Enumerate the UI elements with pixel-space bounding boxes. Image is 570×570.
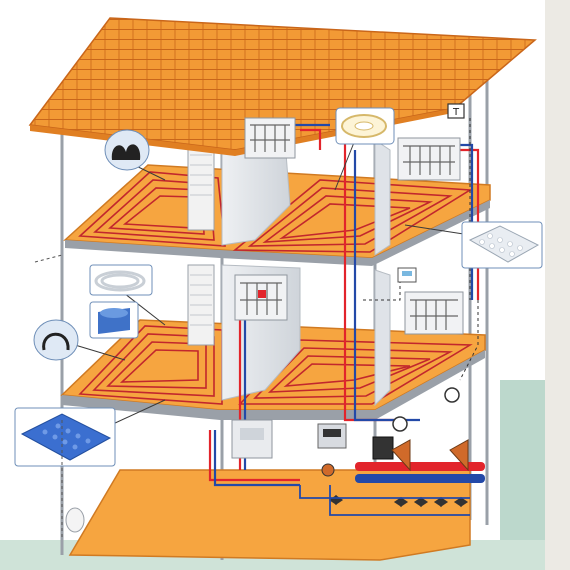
insulation-roll-icon xyxy=(341,114,387,138)
mixing-valve-icon xyxy=(391,439,469,472)
roof xyxy=(28,17,537,151)
insulation-panel-icon xyxy=(468,225,540,263)
upper-floor-edge xyxy=(65,200,490,266)
door-ground xyxy=(187,264,215,346)
insulation-panel-inset xyxy=(461,221,543,269)
room-thermostat-icon xyxy=(397,267,417,283)
circulation-pump-icon xyxy=(321,387,460,477)
interior-wall-upper-right xyxy=(374,139,391,256)
pipe-coil-icon xyxy=(94,270,146,292)
pipe-coil-inset xyxy=(89,264,153,296)
page-edge-shadow xyxy=(545,0,570,570)
edge-strip-inset xyxy=(89,301,139,339)
dashed-guide-lines xyxy=(34,254,63,540)
interior-wall-ground-right xyxy=(374,269,391,407)
pipe-bend-inset xyxy=(33,319,79,361)
outdoor-sensor xyxy=(65,507,85,533)
floor-manifold-icon xyxy=(244,117,296,159)
control-unit xyxy=(372,436,394,460)
pipe-bend-icon xyxy=(42,332,70,351)
floor-manifold-ground-right xyxy=(404,291,464,335)
floor-panel-inset xyxy=(14,407,116,467)
supply-header xyxy=(355,462,485,471)
basement-pipes xyxy=(299,485,470,516)
pipe-clip-icon xyxy=(111,144,141,160)
floor-panel-icon xyxy=(20,413,112,461)
thermostat-symbol: T xyxy=(452,107,460,118)
outdoor-thermostat: T xyxy=(447,103,465,119)
floor-manifold-ground xyxy=(234,274,288,321)
insulation-roll-inset xyxy=(335,107,395,145)
dashed-control-lines xyxy=(360,118,479,381)
pipe-clip-inset xyxy=(104,129,150,171)
edge-strip-icon xyxy=(98,308,130,334)
boiler-icon xyxy=(231,419,273,459)
floor-manifold-right xyxy=(397,137,461,181)
controller-icon xyxy=(317,423,347,449)
return-header xyxy=(355,474,485,483)
basement-floor xyxy=(68,469,471,561)
